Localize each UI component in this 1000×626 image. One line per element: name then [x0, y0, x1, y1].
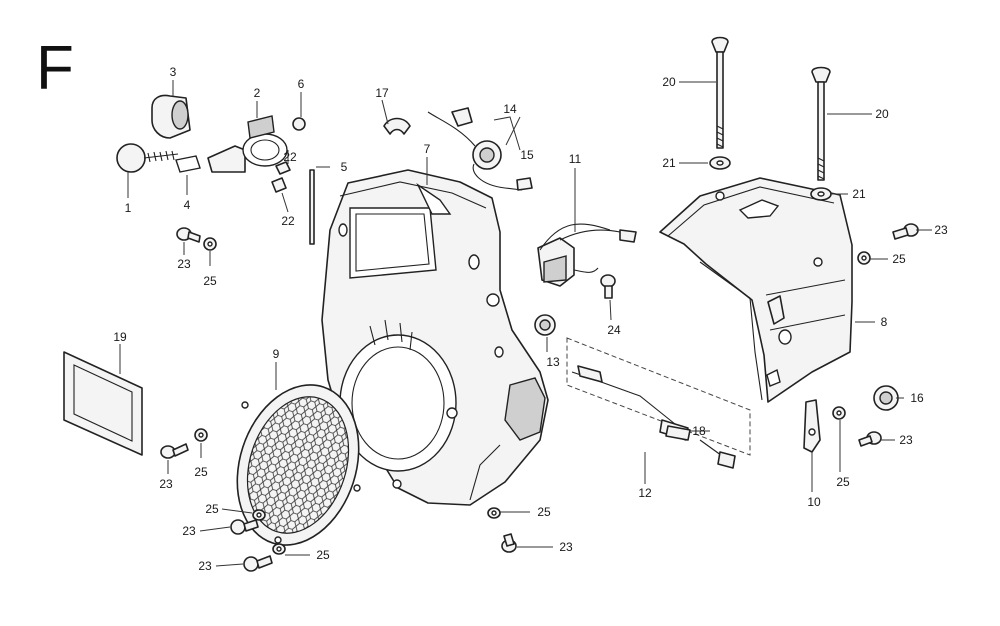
rod: [309, 169, 315, 245]
callout-25-left: 25: [194, 465, 208, 479]
grommet: [534, 314, 556, 336]
callout-18: 18: [692, 424, 706, 438]
bolt-23-f: [892, 223, 919, 240]
callout-23-grid-lower: 23: [198, 559, 212, 573]
callout-10: 10: [807, 495, 821, 509]
washer-left: [709, 156, 731, 170]
callout-13: 13: [546, 355, 560, 369]
bolt-23-d: [243, 555, 273, 572]
callout-24: 24: [607, 323, 621, 337]
callout-8: 8: [881, 315, 888, 329]
callout-1: 1: [125, 201, 132, 215]
callout-23-grid-upper: 23: [182, 524, 196, 538]
bolt-24: [600, 274, 616, 299]
callout-23-left: 23: [159, 477, 173, 491]
callout-19: 19: [113, 330, 127, 344]
screen-grid: [236, 384, 361, 546]
callout-21-left: 21: [662, 156, 676, 170]
terminal: [803, 399, 821, 453]
screw-22-a: [275, 161, 291, 175]
bolt-23-g: [858, 431, 882, 447]
callout-21-right: 21: [852, 187, 866, 201]
callout-23-right: 23: [899, 433, 913, 447]
ignition-coil: [537, 223, 637, 287]
callout-17: 17: [375, 86, 389, 100]
clip: [383, 117, 411, 135]
callout-15: 15: [520, 148, 534, 162]
washer-25-g: [832, 406, 846, 420]
callout-4: 4: [184, 198, 191, 212]
callout-22-upper: 22: [283, 150, 297, 164]
washer-25-e: [487, 507, 501, 519]
fan-cover: [321, 169, 549, 506]
washer-25-f: [857, 251, 871, 265]
callout-22-lower: 22: [281, 214, 295, 228]
bolt-23-a: [176, 227, 201, 243]
leader-lines: [119, 80, 932, 567]
bolt-23-c: [230, 519, 259, 535]
section-letter: F: [36, 34, 74, 103]
callout-25-grid-lower: 25: [316, 548, 330, 562]
callout-9: 9: [273, 347, 280, 361]
long-bolt-right: [811, 66, 831, 181]
washer-25-b: [194, 428, 208, 442]
label-plate: [63, 351, 143, 456]
callout-25-grid-upper: 25: [205, 502, 219, 516]
callout-25-right: 25: [892, 252, 906, 266]
bolt-23-b: [160, 443, 189, 459]
washer-right: [810, 187, 832, 201]
callout-20-right: 20: [875, 107, 889, 121]
screw-22-b: [271, 177, 287, 193]
callout-25-lower-right: 25: [836, 475, 850, 489]
callout-6: 6: [298, 77, 305, 91]
callout-16: 16: [910, 391, 924, 405]
cylinder-cover: [659, 177, 853, 403]
callout-23-top-right: 23: [934, 223, 948, 237]
callout-20-left: 20: [662, 75, 676, 89]
control-lever-assembly: [116, 94, 306, 173]
bolt-23-e: [501, 533, 517, 553]
callout-7: 7: [424, 142, 431, 156]
callout-5: 5: [341, 160, 348, 174]
cap-nut: [873, 385, 899, 411]
wiring-kit: [566, 337, 751, 469]
callout-23-top-left: 23: [177, 257, 191, 271]
callout-25-top-left: 25: [203, 274, 217, 288]
callout-3: 3: [170, 65, 177, 79]
washer-25-a: [203, 237, 217, 251]
long-bolt-left: [711, 36, 729, 149]
callout-25-bottom-center: 25: [537, 505, 551, 519]
washer-25-d: [272, 543, 286, 555]
screw-18: [665, 425, 691, 441]
callout-14: 14: [503, 102, 517, 116]
callouts: 3 2 6 1 4 5 7 8 9 10 11 12 13 14 15 16 1…: [113, 65, 948, 573]
callout-11: 11: [569, 152, 582, 166]
callout-23-bottom-center: 23: [559, 540, 573, 554]
callout-2: 2: [254, 86, 261, 100]
washer-25-c: [252, 509, 266, 521]
callout-12: 12: [638, 486, 652, 500]
switch-assembly: [427, 107, 533, 191]
